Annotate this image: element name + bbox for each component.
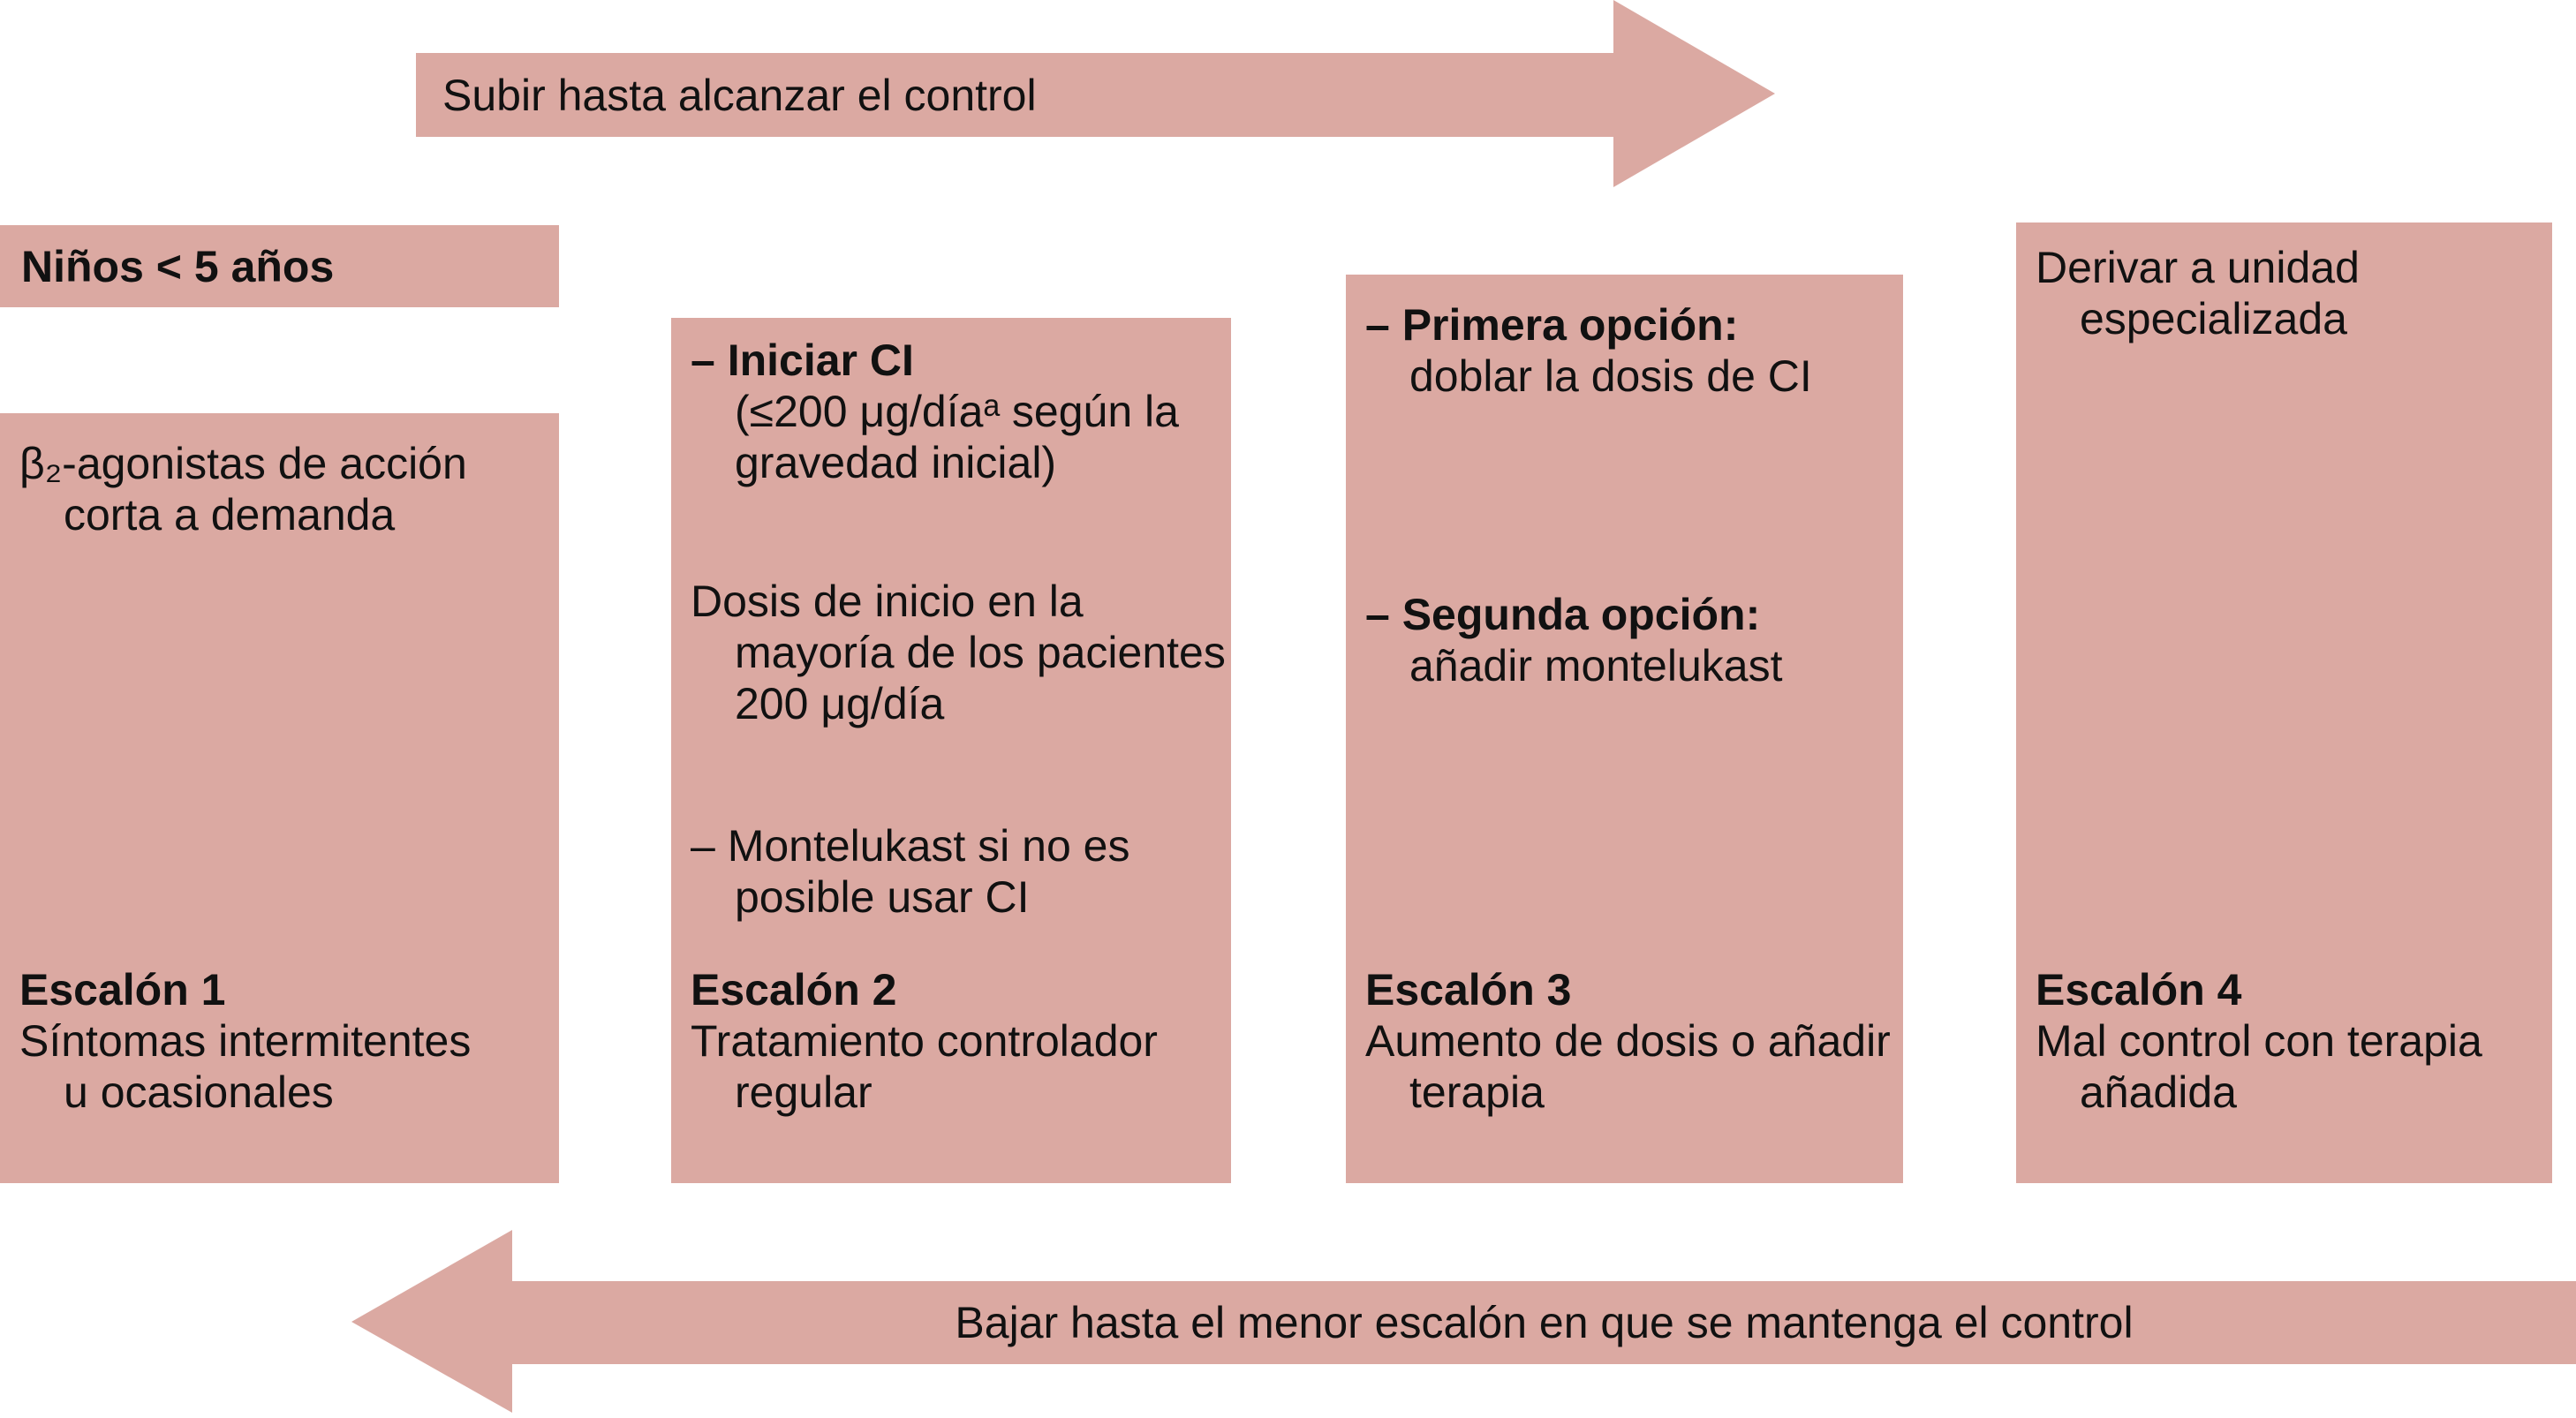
up-arrow-label: Subir hasta alcanzar el control xyxy=(442,70,1037,120)
text-line: u ocasionales xyxy=(64,1067,334,1117)
text-line: Síntomas intermitentes xyxy=(19,1016,472,1066)
text-line: β₂-agonistas de acción xyxy=(19,439,467,488)
right-arrowhead-icon xyxy=(1613,0,1775,187)
text-line: Derivar a unidad xyxy=(2036,243,2360,292)
text-line: – Primera opción: xyxy=(1365,300,1739,350)
text-line: Escalón 1 xyxy=(19,965,226,1014)
text-line: terapia xyxy=(1409,1067,1545,1117)
text-line: corta a demanda xyxy=(64,490,396,539)
text-line: (≤200 μg/díaᵃ según la xyxy=(735,387,1179,436)
up-arrow-shaft: Subir hasta alcanzar el control xyxy=(416,53,1613,137)
text-line: Escalón 3 xyxy=(1365,965,1572,1014)
text-line: posible usar CI xyxy=(735,872,1030,922)
down-arrow-label: Bajar hasta el menor escalón en que se m… xyxy=(955,1298,2134,1347)
step3-box: – Primera opción:doblar la dosis de CI –… xyxy=(1346,275,1903,1183)
step3-primera-opcion-text: – Primera opción:doblar la dosis de CI xyxy=(1346,299,1903,402)
left-arrowhead-icon xyxy=(351,1230,512,1413)
header-label: Niños < 5 años xyxy=(21,241,335,291)
text-line: 200 μg/día xyxy=(735,679,945,728)
text-line: Tratamiento controlador xyxy=(691,1016,1158,1066)
text-line: – Montelukast si no es xyxy=(691,821,1130,871)
header-box-ninos: Niños < 5 años xyxy=(0,225,559,307)
text-line: – Iniciar CI xyxy=(691,336,914,385)
text-line: Escalón 4 xyxy=(2036,965,2242,1014)
step3-segunda-opcion-text: – Segunda opción:añadir montelukast xyxy=(1346,589,1903,691)
text-line: añadir montelukast xyxy=(1409,641,1783,690)
text-line: Aumento de dosis o añadir xyxy=(1365,1016,1891,1066)
text-line: Mal control con terapia xyxy=(2036,1016,2482,1066)
text-line: doblar la dosis de CI xyxy=(1409,351,1812,401)
text-line: añadida xyxy=(2080,1067,2237,1117)
text-line: especializada xyxy=(2080,294,2347,343)
down-arrow-shaft: Bajar hasta el menor escalón en que se m… xyxy=(512,1281,2576,1364)
text-line: mayoría de los pacientes xyxy=(735,628,1226,677)
text-line: Escalón 2 xyxy=(691,965,897,1014)
text-line: – Segunda opción: xyxy=(1365,590,1761,639)
text-line: Dosis de inicio en la xyxy=(691,577,1084,626)
text-line: regular xyxy=(735,1067,873,1117)
text-line: gravedad inicial) xyxy=(735,438,1057,487)
